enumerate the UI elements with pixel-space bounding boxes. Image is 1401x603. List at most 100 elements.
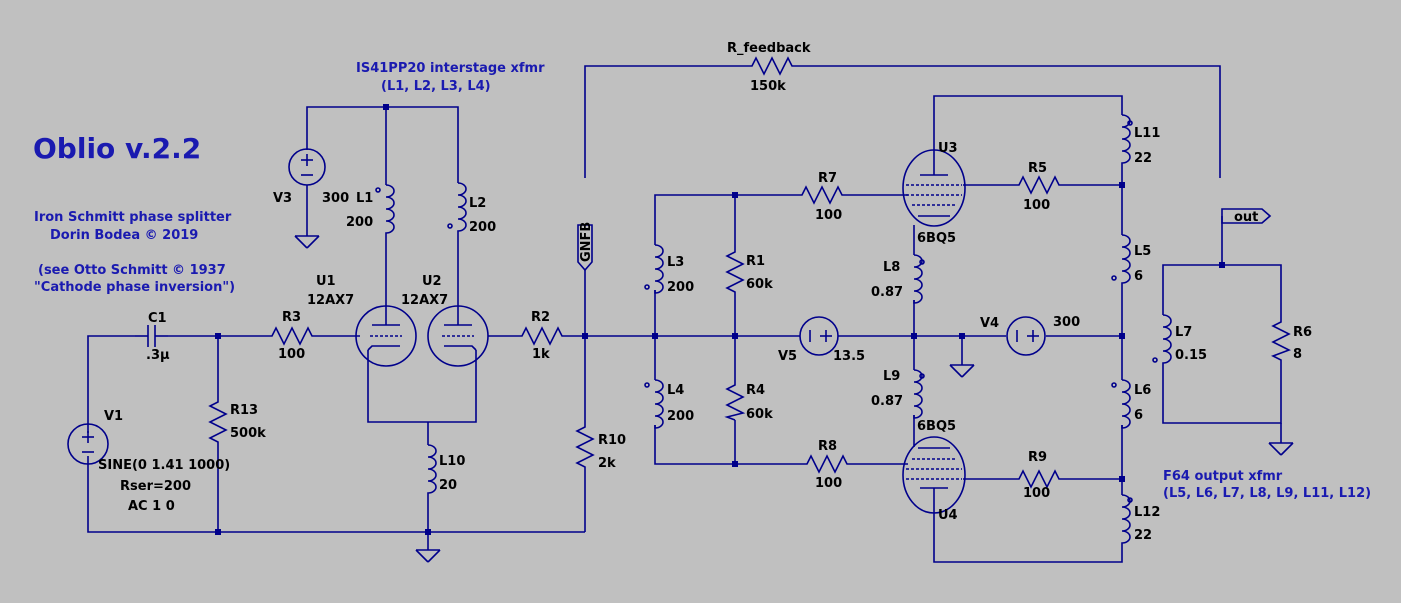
r5-name: R5 (1028, 161, 1047, 176)
r10-value: 2k (598, 456, 616, 471)
r7-value: 100 (815, 208, 842, 223)
r7-name: R7 (818, 171, 837, 186)
l11-value: 22 (1134, 151, 1152, 166)
resistor-r-feedback[interactable] (745, 56, 795, 76)
l6-value: 6 (1134, 408, 1143, 423)
inductor-l8[interactable] (913, 254, 925, 304)
l1-value: 200 (346, 215, 373, 230)
r8-value: 100 (815, 476, 842, 491)
l8-value: 0.87 (871, 285, 903, 300)
inductor-l11[interactable] (1121, 114, 1133, 165)
inductor-l12[interactable] (1121, 494, 1133, 545)
u3-value: 6BQ5 (917, 231, 956, 246)
r8-name: R8 (818, 439, 837, 454)
r4-name: R4 (746, 383, 765, 398)
interstage-list: (L1, L2, L3, L4) (381, 79, 491, 94)
inductor-l5[interactable] (1111, 234, 1131, 285)
l4-name: L4 (667, 383, 684, 398)
l3-name: L3 (667, 255, 684, 270)
inductor-l4[interactable] (644, 379, 664, 429)
r13-value: 500k (230, 426, 266, 441)
resistor-r6[interactable] (1271, 318, 1291, 362)
triode-u1[interactable] (355, 305, 417, 367)
interstage-title: IS41PP20 interstage xfmr (356, 61, 545, 76)
inductor-l7[interactable] (1152, 314, 1172, 365)
note-line1: Iron Schmitt phase splitter (34, 210, 232, 225)
l8-name: L8 (883, 260, 900, 275)
inductor-l6[interactable] (1111, 379, 1131, 429)
u1-name: U1 (316, 274, 336, 289)
resistor-r10[interactable] (575, 420, 595, 470)
triode-u2[interactable] (427, 305, 489, 367)
r5-value: 100 (1023, 198, 1050, 213)
resistor-r5[interactable] (1012, 175, 1062, 195)
v3-value: 300 (322, 191, 349, 206)
l3-value: 200 (667, 280, 694, 295)
inductor-l2[interactable] (447, 182, 467, 233)
ground-symbol (415, 549, 441, 563)
ground-symbol (294, 235, 320, 249)
resistor-r1[interactable] (725, 245, 745, 295)
l10-value: 20 (439, 478, 457, 493)
out-label: out (1234, 210, 1258, 225)
capacitor-c1[interactable] (135, 325, 168, 347)
resistor-r9[interactable] (1012, 469, 1062, 489)
resistor-r13[interactable] (208, 395, 228, 445)
v4-value: 300 (1053, 315, 1080, 330)
u1-value: 12AX7 (307, 293, 354, 308)
voltage-source-v3[interactable] (288, 148, 326, 186)
l2-name: L2 (469, 196, 486, 211)
output-title: F64 output xfmr (1163, 469, 1283, 484)
l12-name: L12 (1134, 505, 1160, 520)
net-label-gnfb[interactable] (577, 224, 593, 272)
v1-rser: Rser=200 (120, 479, 191, 494)
ground-symbol (949, 364, 975, 378)
r9-value: 100 (1023, 486, 1050, 501)
inductor-l3[interactable] (644, 244, 664, 294)
page-title: Oblio v.2.2 (33, 132, 201, 165)
resistor-r8[interactable] (800, 454, 850, 474)
u4-value: 6BQ5 (917, 419, 956, 434)
rfeedback-name: R_feedback (727, 41, 811, 56)
v1-name: V1 (104, 409, 123, 424)
l7-value: 0.15 (1175, 348, 1207, 363)
u3-name: U3 (938, 141, 958, 156)
r9-name: R9 (1028, 450, 1047, 465)
l5-value: 6 (1134, 269, 1143, 284)
inductor-l10[interactable] (427, 444, 437, 495)
r3-name: R3 (282, 310, 301, 325)
wires (87, 65, 1282, 563)
pentode-u3[interactable] (902, 149, 966, 227)
resistor-r4[interactable] (724, 380, 746, 421)
l9-value: 0.87 (871, 394, 903, 409)
r4-value: 60k (746, 407, 773, 422)
l10-name: L10 (439, 454, 465, 469)
r3-value: 100 (278, 347, 305, 362)
l4-value: 200 (667, 409, 694, 424)
l9-name: L9 (883, 369, 900, 384)
ground-symbol (1268, 442, 1294, 456)
l7-name: L7 (1175, 325, 1192, 340)
v5-value: 13.5 (833, 349, 865, 364)
v1-ac: AC 1 0 (128, 499, 175, 514)
l2-value: 200 (469, 220, 496, 235)
voltage-source-v5[interactable] (799, 316, 839, 356)
resistor-r7[interactable] (795, 185, 845, 205)
l6-name: L6 (1134, 383, 1151, 398)
r1-value: 60k (746, 277, 773, 292)
inductor-l9[interactable] (913, 369, 925, 419)
note-line3: (see Otto Schmitt © 1937 (38, 263, 226, 278)
u2-name: U2 (422, 274, 442, 289)
junction-dots (215, 104, 1225, 535)
net-label-out[interactable] (1221, 208, 1272, 224)
inductor-l1[interactable] (375, 184, 395, 238)
voltage-source-v4[interactable] (1006, 316, 1046, 356)
v1-value: SINE(0 1.41 1000) (98, 458, 230, 473)
resistor-r2[interactable] (515, 326, 565, 346)
v5-name: V5 (778, 349, 797, 364)
voltage-source-v1[interactable] (67, 423, 109, 465)
resistor-r3[interactable] (265, 326, 315, 346)
pentode-u4[interactable] (902, 436, 966, 514)
l11-name: L11 (1134, 126, 1160, 141)
